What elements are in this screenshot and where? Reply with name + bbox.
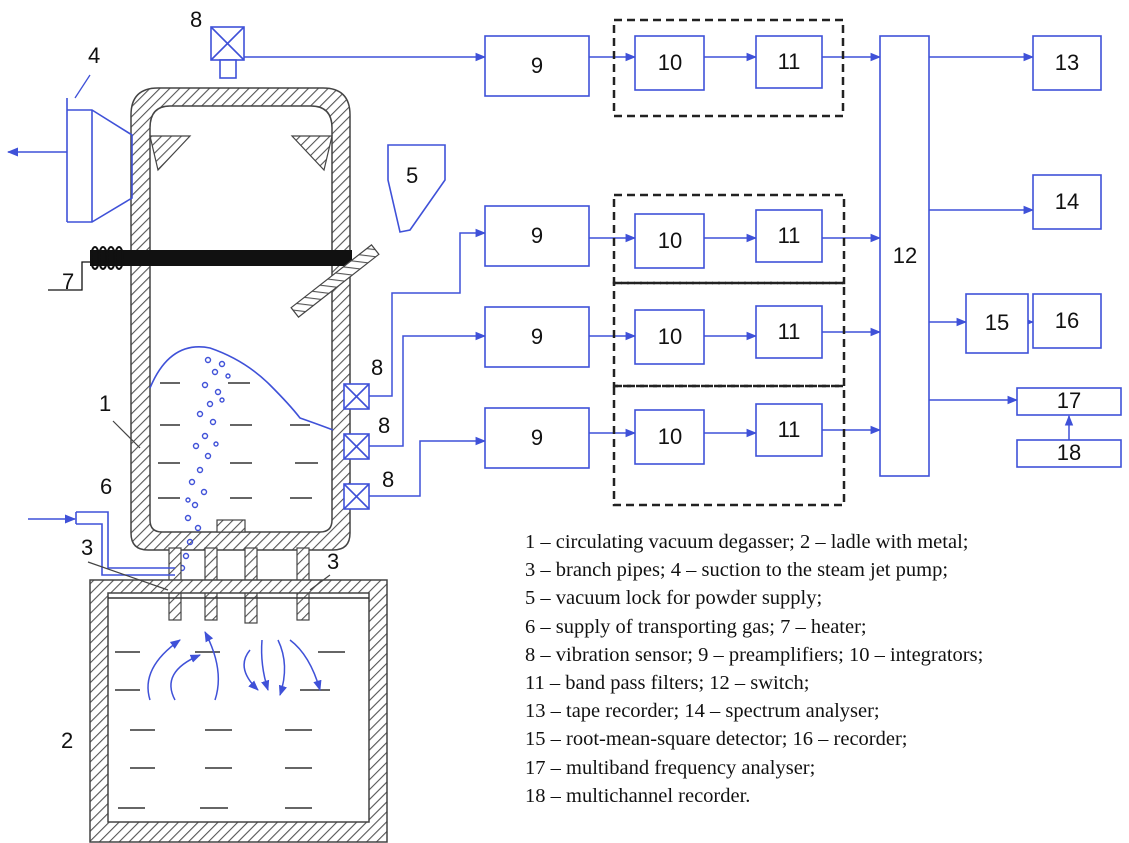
legend-line: 3 – branch pipes; 4 – suction to the ste… — [525, 559, 949, 582]
legend-line: 1 – circulating vacuum degasser; 2 – lad… — [525, 531, 969, 553]
label-5: 5 — [406, 163, 418, 188]
powder-hopper — [290, 144, 446, 318]
baffle-left — [149, 135, 192, 172]
preamp-3-label: 9 — [531, 324, 543, 349]
gas-bubbles — [178, 356, 231, 572]
filter-1-label: 11 — [778, 49, 801, 74]
filter-4 — [755, 403, 823, 457]
spectrum-analyser-block — [1032, 174, 1102, 230]
sensor-2 — [343, 433, 370, 460]
signal-wires — [244, 52, 1074, 497]
legend-line: 17 – multiband frequency analyser; — [525, 756, 816, 779]
recorder-block — [1032, 293, 1102, 349]
preamp-1-label: 9 — [531, 53, 543, 78]
label-3-right: 3 — [327, 549, 339, 574]
vacuum-degasser-vessel — [90, 87, 352, 624]
preamp-1 — [484, 35, 590, 97]
multichannel-recorder-label: 18 — [1057, 440, 1081, 465]
gas-supply-line — [28, 511, 175, 576]
legend-line: 11 – band pass filters; 12 – switch; — [525, 672, 810, 695]
baffle-right — [290, 135, 333, 172]
integrator-3 — [634, 309, 705, 365]
filter-3 — [755, 305, 823, 359]
legend-line: 6 – supply of transporting gas; 7 – heat… — [525, 615, 867, 638]
legend-line: 15 – root-mean-square detector; 16 – rec… — [525, 728, 908, 751]
legend-line: 8 – vibration sensor; 9 – preamplifiers;… — [525, 643, 984, 666]
switch-block — [879, 35, 930, 477]
metal-level-dashes — [115, 651, 345, 809]
sensor-top — [210, 26, 245, 79]
label-1: 1 — [99, 391, 111, 416]
filter-1 — [755, 35, 823, 89]
tape-recorder-label: 13 — [1055, 50, 1079, 75]
signal-blocks — [484, 35, 1122, 477]
label-4: 4 — [88, 43, 100, 68]
label-2: 2 — [61, 728, 73, 753]
multiband-analyser-label: 17 — [1057, 388, 1081, 413]
branch-pipe-cap — [216, 519, 246, 533]
powder-feed-pipe — [290, 244, 380, 318]
leader-lines — [87, 420, 331, 591]
label-8-a: 8 — [371, 355, 383, 380]
filter-4-label: 11 — [778, 417, 801, 442]
integrator-1 — [634, 35, 705, 91]
label-8-c: 8 — [382, 467, 394, 492]
sensor-1 — [343, 383, 370, 410]
heater-bar — [90, 250, 352, 266]
multichannel-recorder-block — [1016, 439, 1122, 468]
legend-line: 5 – vacuum lock for powder supply; — [525, 587, 823, 610]
preamp-2 — [484, 205, 590, 267]
integrator-3-label: 10 — [658, 324, 682, 349]
integrator-2 — [634, 213, 705, 269]
label-8-top: 8 — [190, 7, 202, 32]
vibration-sensors — [210, 26, 370, 510]
filter-2-label: 11 — [778, 223, 801, 248]
switch-label: 12 — [893, 243, 917, 268]
suction-nozzle — [6, 74, 133, 223]
integrator-1-label: 10 — [658, 50, 682, 75]
melt-level-dashes — [158, 382, 318, 499]
tape-recorder-block — [1032, 35, 1102, 91]
preamp-4 — [484, 407, 590, 469]
powder-surface — [149, 346, 334, 431]
ladle-wall — [89, 579, 388, 843]
flow-arrows — [147, 631, 322, 701]
filter-3-label: 11 — [778, 319, 801, 344]
legend-line: 13 – tape recorder; 14 – spectrum analys… — [525, 700, 880, 723]
rms-detector-label: 15 — [985, 310, 1009, 335]
integrator-4 — [634, 409, 705, 465]
multiband-analyser-block — [1016, 387, 1122, 416]
spectrum-analyser-label: 14 — [1055, 189, 1079, 214]
integrator-2-label: 10 — [658, 228, 682, 253]
filter-2 — [755, 209, 823, 263]
integrator-4-label: 10 — [658, 424, 682, 449]
label-3-left: 3 — [81, 535, 93, 560]
filter-groups — [612, 18, 846, 507]
heater-coil — [48, 246, 124, 291]
rms-detector-block — [965, 293, 1029, 354]
vessel-wall — [130, 87, 351, 551]
legend-line: 18 – multichannel recorder. — [525, 784, 751, 807]
label-7: 7 — [62, 269, 74, 294]
sensor-3 — [343, 483, 370, 510]
label-8-b: 8 — [378, 413, 390, 438]
label-6: 6 — [100, 474, 112, 499]
preamp-4-label: 9 — [531, 425, 543, 450]
recorder-label: 16 — [1055, 308, 1079, 333]
ladle — [89, 579, 388, 843]
preamp-2-label: 9 — [531, 223, 543, 248]
legend: 1 – circulating vacuum degasser; 2 – lad… — [525, 528, 983, 810]
preamp-3 — [484, 306, 590, 368]
